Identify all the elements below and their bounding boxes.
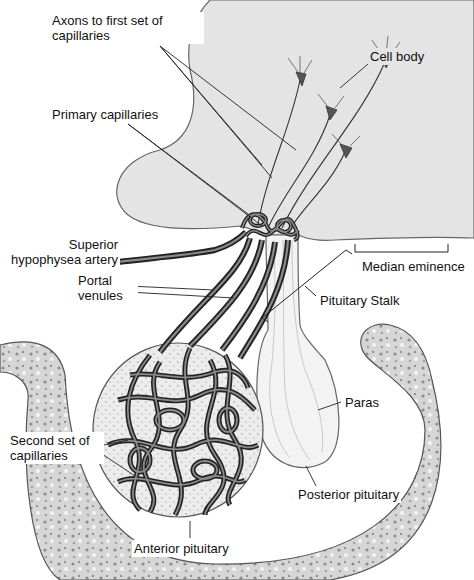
anterior-pituitary-shape [93,343,263,517]
callout-label: Portal venules [76,272,138,304]
primary-capillary-plexus [242,214,298,240]
primary-capillary-plexus [242,214,298,240]
bracket [262,244,448,322]
callout-label: Axons to first set of capillaries [50,12,204,44]
second-capillary-bed [108,348,258,515]
callout-label: Second set of capillaries [8,432,104,464]
portal-vessels [118,232,288,358]
portal-vessels [118,232,288,358]
neural-fibres [270,240,323,460]
callout-label: Anterior pituitary [132,540,231,557]
callout-label: Cell body [368,48,426,65]
callout-label: Paras [343,394,381,411]
neuron-cell-bodies [296,54,392,158]
second-capillary-bed [108,348,258,515]
neurosecretory-axons [258,62,385,228]
callout-label: Superior hypophysea artery [2,236,120,268]
callout-label: Median eminence [360,258,467,275]
callout-label: Primary capillaries [50,106,166,123]
sphenoid-bone [0,324,441,580]
callout-label: Posterior pituitary [296,486,401,503]
callout-label: Pituitary Stalk [318,292,401,309]
